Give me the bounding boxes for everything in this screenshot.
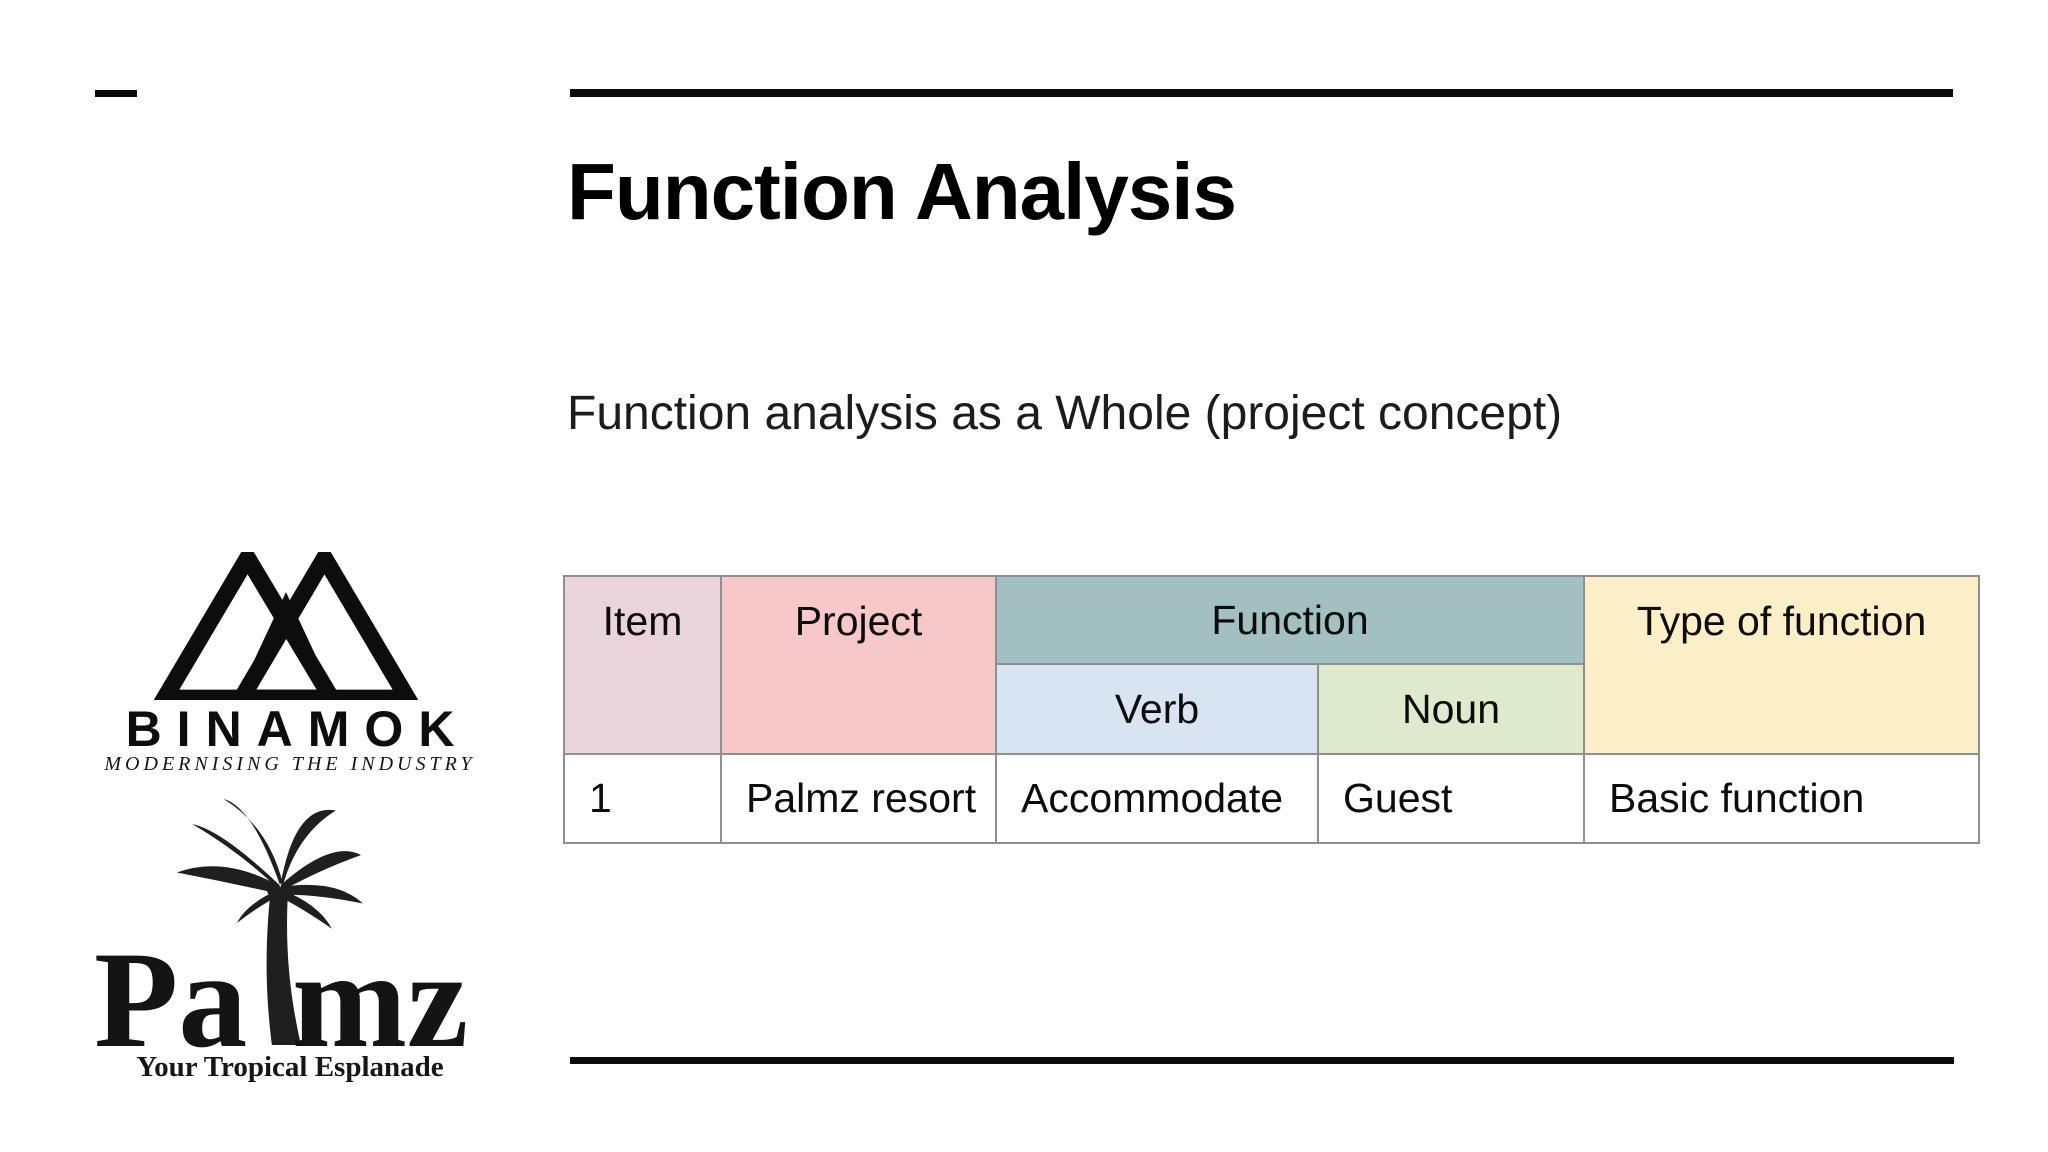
cell-project: Palmz resort: [720, 753, 997, 844]
function-analysis-table: Item Project Function Type of function V…: [563, 575, 1981, 844]
bottom-rule: [570, 1057, 1954, 1064]
top-rule: [570, 89, 1953, 97]
header-project: Project: [720, 575, 997, 755]
palmz-word-prefix: Pa: [94, 923, 248, 1076]
cell-verb: Accommodate: [995, 753, 1319, 844]
cell-item: 1: [563, 753, 722, 844]
binamok-mountains-icon: [153, 552, 419, 700]
palm-tree-icon: [176, 798, 363, 1046]
cell-type-of-function: Basic function: [1583, 753, 1981, 844]
table-row: 1 Palmz resort Accommodate Guest Basic f…: [563, 753, 1981, 844]
header-verb: Verb: [995, 663, 1319, 755]
palmz-logo: Pa mz Your Tropical Esplanade: [80, 795, 500, 1095]
palmz-word-suffix: mz: [292, 923, 469, 1076]
dash-accent: [95, 90, 137, 97]
header-noun: Noun: [1316, 663, 1586, 755]
palmz-tagline: Your Tropical Esplanade: [136, 1051, 444, 1083]
binamok-wordmark: BINAMOK: [125, 701, 470, 757]
header-type-of-function: Type of function: [1583, 575, 1981, 755]
slide-subtitle: Function analysis as a Whole (project co…: [567, 387, 1563, 440]
cell-noun: Guest: [1316, 753, 1586, 844]
binamok-tagline: MODERNISING THE INDUSTRY: [104, 753, 476, 775]
binamok-logo: BINAMOK MODERNISING THE INDUSTRY: [80, 550, 500, 785]
page-title: Function Analysis: [567, 147, 1237, 236]
palmz-wordmark: Pa mz: [80, 931, 500, 1071]
header-item: Item: [563, 575, 722, 755]
header-function: Function: [994, 575, 1586, 665]
